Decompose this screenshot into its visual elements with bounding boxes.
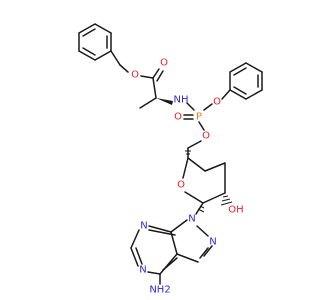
bond [140,75,154,79]
bond [233,67,247,76]
bond [196,225,209,237]
atom-nh2-amino: NH2 [149,285,170,296]
bond [82,28,96,37]
bond [139,97,157,109]
atom-o-phosphate-link: O [202,131,210,142]
bond [78,23,96,34]
bond [152,68,160,79]
atom-n7: N [209,237,216,248]
bonds [78,23,263,285]
atom-o-ester-carbonyl: O [160,58,168,69]
bond [187,157,206,172]
hash-bond [199,205,205,209]
bond [135,247,143,265]
bond [186,102,195,111]
atom-o-ester-link: O [131,70,139,81]
atom-labels: O O NH O P O O O OH N N N N NH2 [131,58,244,296]
bond [245,62,263,73]
bond [229,89,247,100]
bond [198,121,205,131]
atom-o-phenoxy: O [213,97,221,108]
wedge-bond [156,98,173,105]
hash-bond [221,198,231,202]
bond [176,253,199,263]
bond [184,191,204,204]
atom-o-ring: O [177,180,185,191]
atom-n1: N [139,265,146,276]
bond [170,219,188,233]
bond [202,192,226,204]
atom-nh-amide: NH [174,95,189,106]
bond [156,70,164,82]
hash-bond [222,195,229,198]
hash-bond [197,208,205,213]
atom-n3: N [140,221,147,232]
atom-oh-hydroxyl: OH [228,205,243,216]
atom-o-phosphoryl: O [174,112,182,123]
bond [204,162,226,172]
bond [130,247,139,267]
bond [203,103,213,111]
bond [110,50,121,66]
bond [170,231,178,255]
bond [245,89,263,100]
bond [182,157,189,179]
bond [187,140,202,149]
atom-p-center: P [196,112,202,123]
bond [94,50,112,61]
bond [130,229,140,249]
bond [94,23,112,34]
bond [147,271,161,275]
bond [119,64,129,73]
bond [195,202,204,215]
bond [152,77,157,99]
bond [233,86,247,95]
bond [82,47,96,56]
bond [199,247,209,259]
bond [221,89,231,100]
hash-bond [220,201,233,206]
bond [148,225,172,233]
bond [229,62,247,73]
bond [162,257,178,271]
molecule-structure: O O NH O P O O O OH N N N N NH2 [78,23,263,296]
bond [203,245,213,257]
atom-n9: N [188,214,195,225]
bond [148,229,176,236]
bond [78,50,96,61]
stereo-bonds [156,98,233,213]
bond [159,253,178,275]
